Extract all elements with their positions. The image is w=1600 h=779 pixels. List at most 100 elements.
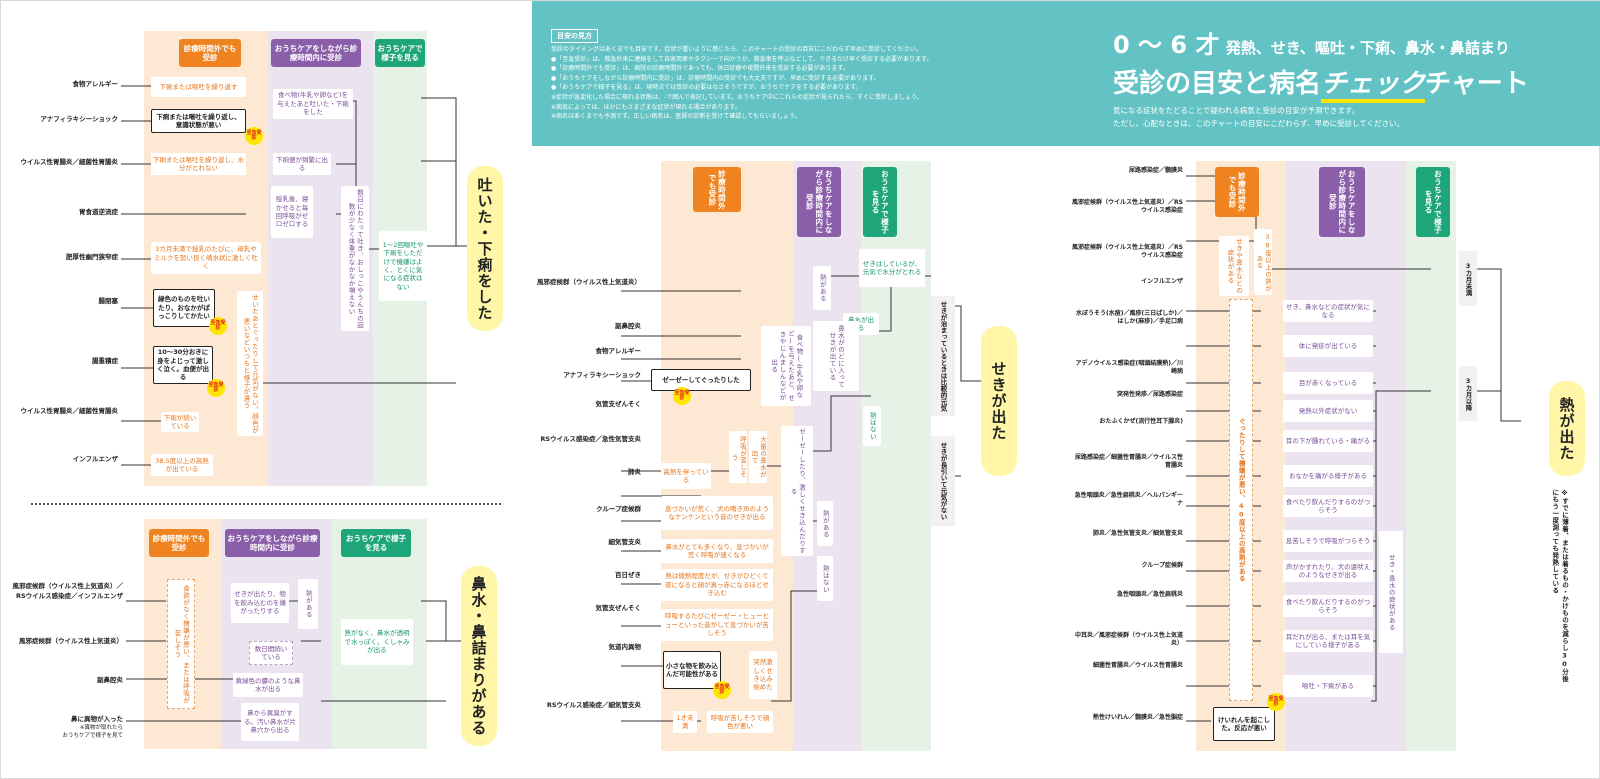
fever-header-watch: おうちケアで様子を見る	[1416, 167, 1450, 237]
nose-header-after-hours: 診療時間外でも受診	[149, 529, 209, 557]
banner-subtitle: 気になる症状をたどることで疑われる病気と受診の目安が予測できます。 ただし、心配…	[1113, 105, 1573, 131]
fever-disease-2: 風邪症候群（ウイルス性上気道炎）／RSウイルス感染症	[1072, 199, 1183, 214]
vomit-disease-5: 肥厚性幽門狭窄症	[66, 253, 118, 261]
guide-line: 受診のタイミングはあくまでも目安です。症状が重いように感じたら、このチャートの受…	[551, 46, 922, 53]
cough-p5: 熱がある	[817, 501, 833, 546]
fever-disease-6: アデノウイルス感染症(咽頭結膜熱)／川崎病	[1075, 360, 1184, 375]
cough-disease-12: 気道内異物	[608, 643, 642, 651]
fever-disease-14: 中耳炎／風邪症候群（ウイルス性上気道炎）	[1074, 632, 1183, 647]
cough-p6: 熱はない	[817, 556, 833, 601]
nose-disease-1: 風邪症候群（ウイルス性上気道炎）／RSウイルス感染症／インフルエンザ	[12, 582, 124, 601]
cough-header-home-in: おうちケアをしながら診療時間内に受診	[797, 167, 841, 237]
guide-notes: 受診のタイミングはあくまでも目安です。症状が重いように感じたら、このチャートの受…	[551, 45, 981, 122]
vomit-disease-7: 腸重積症	[92, 357, 118, 365]
nose-disease-2: 風邪症候群（ウイルス性上気道炎）	[19, 637, 123, 645]
cough-o8: 突然激しくせき込み始めた	[749, 651, 777, 699]
vomit-a3: 下痢または嘔吐を繰り返し、水分がとれない	[151, 153, 246, 175]
cough-start-ok: せきが治まっているときは比較的元気	[931, 296, 955, 416]
vomit-header-watch: おうちケアで様子を見る	[375, 39, 425, 67]
cough-o5: 鼻水がとても多くなり、息づかいが荒く呼吸が速くなる	[661, 539, 773, 563]
vomit-header-after-hours: 診療時間外でも受診	[179, 39, 241, 67]
nose-o1: 食欲がなく機嫌が悪い、または呼吸が苦しそう	[167, 579, 195, 709]
vomit-a8: 38.5度以上の高熱が出ている	[151, 454, 213, 476]
fever-row-3: 目が赤くなっている	[1283, 372, 1373, 394]
cough-o4: 息づかいが荒く、犬の鳴き声のようなケンケンという音のせきが出る	[661, 496, 773, 530]
vomit-disease-9: インフルエンザ	[72, 455, 118, 463]
fever-row-8: 息苦しそうで呼吸がつらそう	[1283, 530, 1373, 552]
fever-k1: けいれんを起こした。反応が悪い	[1213, 707, 1275, 741]
vomit-disease-2: アナフィラキシーショック	[40, 115, 118, 123]
vomit-disease-6: 腸閉塞	[98, 297, 119, 305]
fever-row-6: おなかを痛がる様子がある	[1283, 465, 1373, 487]
cough-disease-1: 風邪症候群（ウイルス性上気道炎）	[537, 278, 641, 286]
nose-p2: 数日間続いている	[249, 641, 293, 665]
title-main: 受診の目安と病名	[1113, 69, 1322, 99]
fever-row-9: 声がかすれたり、犬の遠吠えのようなせきが出る	[1283, 560, 1373, 582]
banner-sub-line1: 気になる症状をたどることで疑われる病気と受診の目安が予測できます。	[1113, 106, 1360, 115]
cough-disease-8: クループ症候群	[596, 505, 641, 513]
cough-start-bad: せきが長引いて元気がない	[931, 436, 955, 526]
nose-header-watch: おうちケアで様子を見る	[341, 529, 411, 557]
banner-sub-line2: ただし、心配なときは、このチャートの目安にこだわらず、早めに受診してください。	[1113, 118, 1405, 128]
cough-o2: 大量の鼻水が出て	[749, 431, 767, 483]
nose-p1: せきが出たり、物を飲み込むのを嫌がったりする	[231, 583, 289, 623]
lane-fever-home-in	[1286, 161, 1406, 751]
guide-line: ●「おうちケアで様子を見る」は、現時点では受診の必要はなさそうですが、おうちでケ…	[551, 84, 862, 92]
nose-disease-4: 鼻に異物が入った	[71, 715, 123, 723]
cough-disease-7: 肺炎	[628, 468, 641, 476]
vomit-a7: 下痢が続いている	[161, 412, 199, 432]
vomit-a6: 10〜30分おきに身をよじって激しく泣く。血便が出る	[153, 346, 213, 384]
fever-symptom-badge: 熱が出た	[1549, 381, 1585, 476]
title-age-range: 0 〜 6 才	[1113, 31, 1220, 59]
fever-row-2: 体に発疹が出ている	[1283, 335, 1373, 357]
cough-o10: 1才未満	[673, 711, 697, 733]
vomit-p2: 下痢便が頻繁に出る	[273, 153, 331, 175]
vomit-urgent-2: 至急受診	[209, 317, 227, 335]
cough-header-watch: おうちケアで様子を見る	[863, 167, 897, 237]
nose-start: 熱がなく、鼻水が透明で水っぽく、くしゃみが出る	[341, 619, 413, 665]
fever-header-after-hours: 診療時間外でも受診	[1215, 167, 1259, 217]
cough-o7: 呼吸するたびにゼーゼー・ヒューヒューといった音がして息づかいが苦しそう	[661, 609, 773, 641]
fever-disease-8: おたふくかぜ(流行性耳下腺炎)	[1099, 418, 1184, 425]
nose-p4: 鼻から異臭がする。汚い鼻水が片鼻穴から出る	[241, 703, 299, 741]
vomit-p1: 食べ物(牛乳や卵など)を与えたあと吐いた・下痢をした	[273, 89, 353, 119]
vomit-symptom-badge: 吐いた・下痢をした	[467, 166, 503, 331]
guide-line: ※症状が急変化した場合に現れる状態は、-で囲んで表記しています。おうちケア中にこ…	[551, 93, 923, 101]
vomit-a4: 3カ月未満で授乳のたびに、母乳やミルクを勢い良く噴水状に激しく吐く	[151, 242, 261, 274]
guide-line: ●「診療時間外でも受診」は、病院の診療時間外であっても、休日診療や夜間外来を受診…	[551, 65, 849, 73]
fever-note: ※すでに薄着、または着るもの・かけものを減らし30分後にもう一度測っても発熱して…	[1550, 489, 1569, 683]
cough-g3: 熱はない	[863, 406, 881, 446]
nose-p3: 黄緑色の膿のような鼻水が出る	[233, 673, 303, 697]
cough-p3: 食べ物(牛乳や卵など)を与えたあと、せきやじんましんなどが出る	[761, 326, 811, 406]
cough-o9: 小さな物を飲み込んだ可能性がある	[663, 651, 721, 689]
fever-row-11: 耳だれが出る、または耳を気にしている様子がある	[1283, 630, 1373, 652]
nose-note-2: おうちケアで様子を見て	[62, 733, 123, 739]
vomit-header-home-in: おうちケアをしながら診療時間内に受診	[271, 39, 361, 67]
cough-urgent-1: 至急受診	[673, 387, 691, 405]
cough-disease-6: RSウイルス感染症／急性気管支炎	[540, 435, 641, 443]
vomit-urgent-3: 至急受診	[207, 379, 225, 397]
cough-p1: 熱がある	[813, 266, 831, 310]
cough-disease-2: 副鼻腔炎	[615, 322, 641, 330]
cough-o3: 高熱を伴っている	[661, 463, 711, 489]
vomit-p4: 数日にわたって吐き、おしっこやうんちの回数が少なく体重がなかなか増えない	[341, 186, 369, 331]
nose-q1: 熱がある	[298, 579, 318, 629]
fever-p-right: せき・鼻水の症状がある	[1379, 531, 1403, 653]
vomit-start: 1〜2回嘔吐や下痢をしただけで機嫌はよく、とくに気になる症状はない	[379, 231, 427, 301]
fever-row-12: 嘔吐・下痢がある	[1283, 675, 1373, 697]
fever-o-sub: せきや鼻水などの症状がある	[1219, 236, 1249, 296]
header-banner	[532, 1, 1600, 146]
section-divider	[31, 503, 501, 505]
title-check: チェック	[1321, 69, 1426, 103]
cough-p4: ゼーゼーしたり、激しくせき込んだりする	[781, 426, 813, 556]
fever-disease-3: 風邪症候群（ウイルス性上気道炎）／RSウイルス感染症	[1072, 244, 1183, 259]
vomit-p5: せいたあとぐったりして元気がない。顔色が悪いなどいつもと様子が違う	[237, 291, 263, 436]
guide-label: 目安の見方	[551, 29, 598, 43]
title-chart: チャート	[1425, 69, 1529, 99]
fever-disease-4: インフルエンザ	[1141, 278, 1183, 285]
cough-symptom-badge: せきが出た	[981, 326, 1017, 476]
fever-disease-11: 肺炎／急性気管支炎／細気管支炎	[1092, 530, 1183, 537]
vomit-p3: 授乳後、寝かせると毎回呼吸がゼロゼロする	[271, 186, 313, 238]
guide-line: ●「至急受診」は、救急外来に連絡をして自家用車やタクシーで向かうか、救急車を呼ぶ…	[551, 55, 933, 63]
